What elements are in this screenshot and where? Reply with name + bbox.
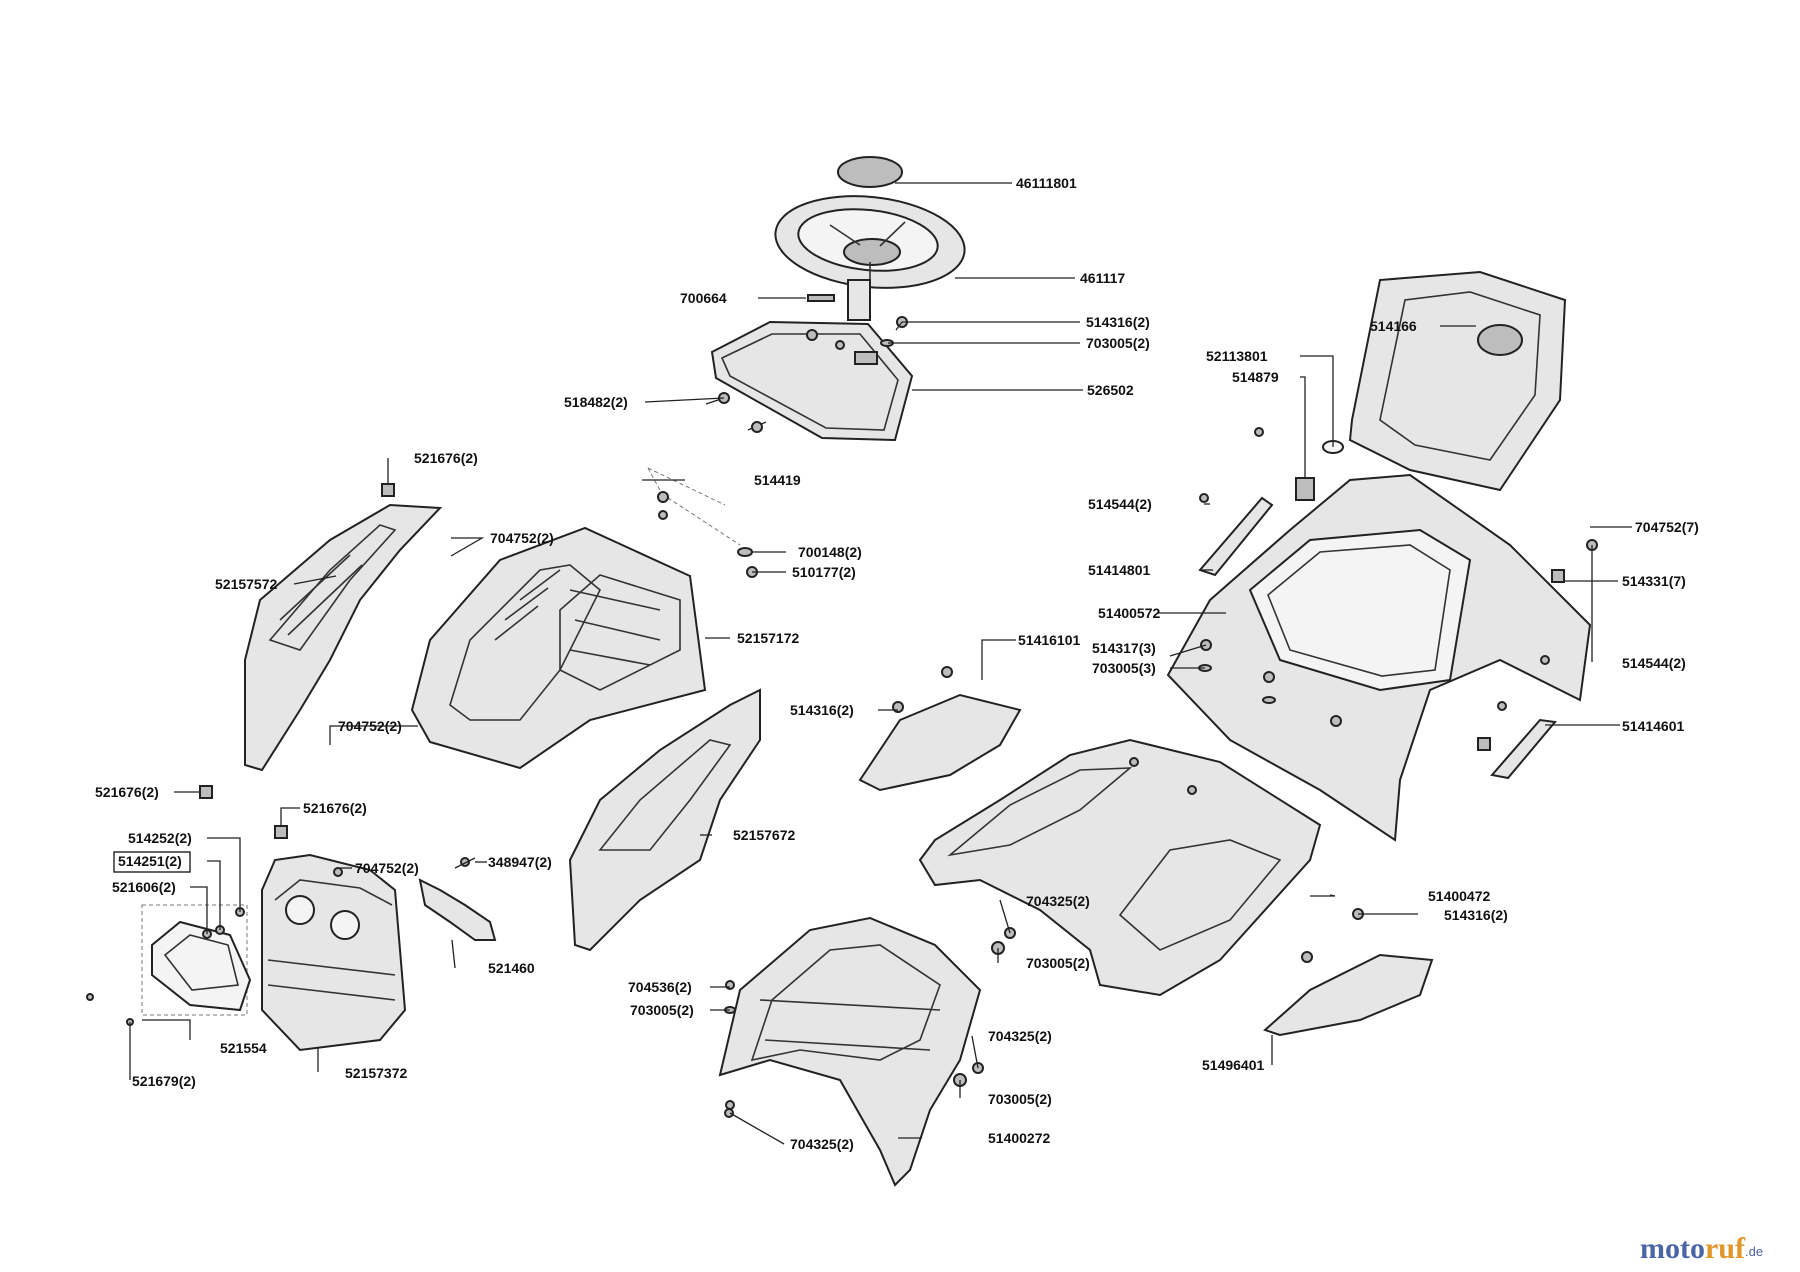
- headlight-bracket: [141, 904, 252, 1016]
- label-514544-a: 514544(2): [1088, 496, 1152, 512]
- label-514317: 514317(3): [1092, 640, 1156, 656]
- label-52157672: 52157672: [733, 827, 796, 843]
- label-46111801: 46111801: [1016, 175, 1077, 191]
- label-52157572: 52157572: [215, 576, 278, 592]
- label-514544-b: 514544(2): [1622, 655, 1686, 671]
- label-703005-top: 703005(2): [1086, 335, 1150, 351]
- clip-521676-b: [199, 785, 213, 799]
- label-704752-7: 704752(7): [1635, 519, 1699, 535]
- steering-wheel: [774, 195, 966, 321]
- label-52157172: 52157172: [737, 630, 800, 646]
- label-51400472: 51400472: [1428, 888, 1491, 904]
- dashboard-cover: [710, 320, 914, 442]
- brand-watermark: motoruf.de: [1640, 1232, 1763, 1265]
- label-704752-a: 704752(2): [490, 530, 554, 546]
- highlight-box-514251: [113, 851, 191, 873]
- brand-part-b: ruf: [1705, 1232, 1746, 1265]
- label-514419: 514419: [754, 472, 801, 488]
- front-grille-housing: [261, 853, 407, 1052]
- brand-part-a: moto: [1640, 1232, 1705, 1265]
- seat: [1348, 270, 1567, 492]
- label-51414801: 51414801: [1088, 562, 1151, 578]
- brand-part-c: .de: [1745, 1244, 1763, 1259]
- fasteners-704325: [724, 927, 1016, 1087]
- label-51496401: 51496401: [1202, 1057, 1265, 1073]
- pin-700664: [807, 294, 835, 302]
- left-side-panel: [244, 503, 443, 772]
- label-521460: 521460: [488, 960, 535, 976]
- part-labels: 46111801 461117 700664 514316(2) 703005(…: [95, 175, 1699, 1152]
- label-703005-b: 703005(2): [630, 1002, 694, 1018]
- footboard-right: [1263, 908, 1434, 1037]
- label-703005-3: 703005(3): [1092, 660, 1156, 676]
- bracket-514419: [647, 467, 741, 546]
- brand-text: motoruf.de: [1640, 1232, 1763, 1265]
- screw-514316-top: [895, 316, 908, 331]
- side-trim-51414601: [1490, 701, 1557, 780]
- front-fender-panel: [568, 688, 761, 952]
- footboard-left: [858, 666, 1022, 792]
- label-51416101: 51416101: [1018, 632, 1081, 648]
- label-51400272: 51400272: [988, 1130, 1051, 1146]
- label-521676-b: 521676(2): [95, 784, 159, 800]
- label-514316-top: 514316(2): [1086, 314, 1150, 330]
- label-510177: 510177(2): [792, 564, 856, 580]
- dash-back-panel: [718, 916, 982, 1187]
- label-704752-b: 704752(2): [338, 718, 402, 734]
- front-hood: [410, 526, 707, 770]
- label-703005-a: 703005(2): [1026, 955, 1090, 971]
- label-52157372: 52157372: [345, 1065, 408, 1081]
- label-514331: 514331(7): [1622, 573, 1686, 589]
- rear-body-shell: [1166, 473, 1598, 842]
- leader-lines: [129, 182, 1632, 1145]
- screw-518482: [705, 392, 767, 433]
- label-521606: 521606(2): [112, 879, 176, 895]
- label-521679: 521679(2): [132, 1073, 196, 1089]
- label-704325-b: 704325(2): [988, 1028, 1052, 1044]
- label-514316-mid: 514316(2): [790, 702, 854, 718]
- label-704325-c: 704325(2): [790, 1136, 854, 1152]
- label-521676-c: 521676(2): [303, 800, 367, 816]
- clip-521676-a: [381, 483, 395, 497]
- label-514251: 514251(2): [118, 853, 182, 869]
- label-348947: 348947(2): [488, 854, 552, 870]
- label-514166: 514166: [1370, 318, 1417, 334]
- label-514316-bot: 514316(2): [1444, 907, 1508, 923]
- label-700664: 700664: [680, 290, 727, 306]
- bracket-521460: [418, 857, 497, 941]
- label-52113801: 52113801: [1206, 348, 1268, 364]
- side-trim-51414801: [1198, 493, 1274, 577]
- label-703005-c: 703005(2): [988, 1091, 1052, 1107]
- label-704752-c: 704752(2): [355, 860, 419, 876]
- label-700148: 700148(2): [798, 544, 862, 560]
- label-704325-a: 704325(2): [1026, 893, 1090, 909]
- steering-cap: [837, 156, 903, 188]
- label-526502: 526502: [1087, 382, 1134, 398]
- label-461117: 461117: [1080, 270, 1125, 286]
- label-514252: 514252(2): [128, 830, 192, 846]
- label-514879: 514879: [1232, 369, 1279, 385]
- mid-body-frame: [918, 738, 1322, 997]
- label-51400572: 51400572: [1098, 605, 1161, 621]
- label-704536: 704536(2): [628, 979, 692, 995]
- label-521554: 521554: [220, 1040, 267, 1056]
- label-518482: 518482(2): [564, 394, 628, 410]
- label-51414601: 51414601: [1622, 718, 1685, 734]
- label-521676-a: 521676(2): [414, 450, 478, 466]
- washer-700148: [737, 547, 753, 557]
